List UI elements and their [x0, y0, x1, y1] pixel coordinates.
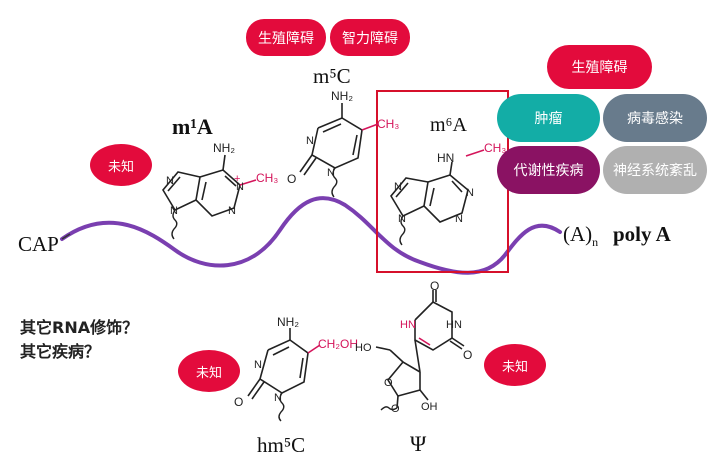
m6a-structure: [390, 149, 485, 246]
psi-hn: HN: [400, 319, 416, 331]
psi-o-bottom: O: [391, 403, 400, 415]
cap-label: CAP: [18, 232, 59, 256]
question-other-modifications: 其它RNA修饰？: [20, 318, 139, 337]
hm5c-n1: N: [274, 392, 282, 404]
m5c-n3: N: [306, 135, 314, 147]
m6a-n9: N: [398, 213, 406, 225]
m6a-hn: HN: [437, 151, 454, 165]
tag-m6a-fertility: 生殖障碍: [547, 45, 652, 89]
tag-m1a-unknown: 未知: [90, 144, 152, 186]
m6a-label: m⁶A: [430, 114, 467, 136]
m6a-n1: N: [466, 187, 474, 199]
hm5c-structure: [247, 328, 321, 422]
m5c-nh2: NH₂: [331, 89, 353, 103]
m1a-n9: N: [170, 205, 178, 217]
polya-n: n: [592, 235, 599, 250]
m1a-plus: +: [234, 173, 240, 185]
tag-m5c-fertility: 生殖障碍: [246, 19, 326, 56]
m1a-n7: N: [166, 175, 174, 187]
m5c-ch3: CH₃: [377, 117, 399, 131]
hm5c-n3: N: [254, 359, 262, 371]
tag-m5c-intellect: 智力障碍: [330, 19, 410, 56]
tag-m6a-tumor: 肿瘤: [497, 94, 600, 142]
hm5c-o: O: [234, 395, 243, 409]
tag-m6a-metabolic: 代谢性疾病: [497, 146, 600, 194]
psi-o-top: O: [430, 279, 439, 293]
tag-hm5c-unknown: 未知: [178, 350, 240, 392]
tag-psi-unknown: 未知: [484, 344, 546, 386]
psi-label: Ψ: [410, 431, 427, 456]
polya-text: poly A: [613, 222, 671, 246]
hm5c-nh2: NH₂: [277, 315, 299, 329]
tag-m6a-virus: 病毒感染: [603, 94, 707, 142]
polya-a-label: (A)n: [563, 222, 598, 250]
question-other-diseases: 其它疾病？: [20, 342, 101, 361]
psi-structure: [375, 290, 465, 411]
m6a-n3: N: [455, 213, 463, 225]
hm5c-label: hm⁵C: [257, 433, 306, 457]
m1a-label: m¹A: [172, 114, 213, 139]
m1a-nh2: NH₂: [213, 141, 235, 155]
polya-a: (A): [563, 222, 593, 246]
psi-o-ring: O: [384, 377, 393, 389]
m6a-n7: N: [394, 181, 402, 193]
m5c-n1: N: [327, 167, 335, 179]
psi-nh: HN: [446, 319, 462, 331]
cap-connector: [61, 233, 71, 240]
m1a-ch3: CH₃: [256, 171, 278, 185]
psi-oh: OH: [421, 401, 438, 413]
psi-o-right: O: [463, 348, 472, 362]
m5c-o: O: [287, 172, 296, 186]
m5c-structure: [299, 103, 379, 198]
m1a-n1: N: [236, 181, 244, 193]
m1a-structure: [162, 154, 257, 240]
m5c-label: m⁵C: [313, 64, 351, 88]
m6a-ch3: CH₃: [484, 141, 506, 155]
m1a-n3: N: [228, 205, 236, 217]
psi-ho: HO: [355, 342, 372, 354]
hm5c-ch2oh: CH₂OH: [318, 337, 358, 351]
tag-m6a-neuro: 神经系统紊乱: [603, 146, 707, 194]
mrna-strand: [60, 196, 562, 275]
